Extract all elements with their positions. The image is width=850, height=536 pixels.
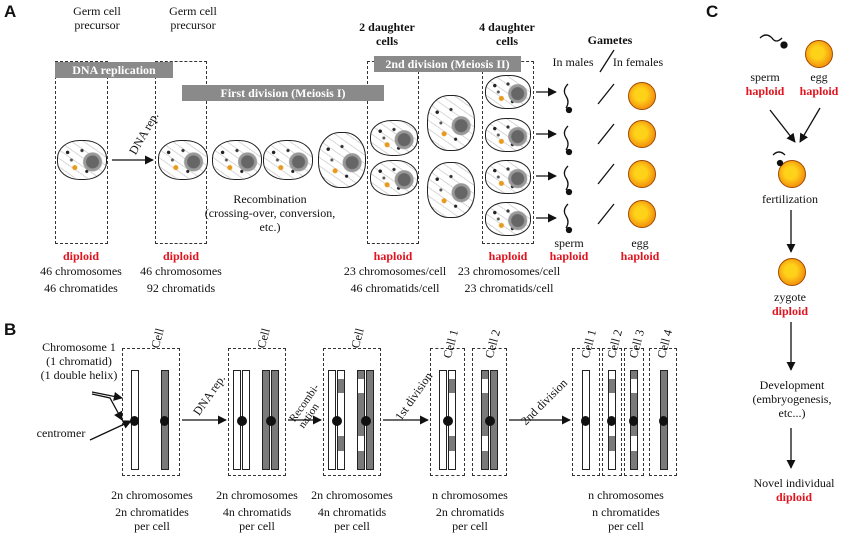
- gamete-cell-2-image: [485, 118, 531, 152]
- caption-3-chromosomes: 2n chromosomes: [311, 488, 393, 502]
- meiosis-cell-c-image: [318, 132, 366, 188]
- centromere: [629, 416, 638, 426]
- col1-status: diploid: [62, 249, 100, 263]
- egg-gamete-3: [628, 160, 656, 188]
- col1-line2: 46 chromatides: [44, 281, 118, 295]
- chromosome-1-label: Chromosome 1 (1 chromatid) (1 double hel…: [40, 340, 118, 382]
- egg-c: [805, 40, 833, 68]
- col2-line2: 92 chromatids: [146, 281, 216, 295]
- caption-1-chromatids: 2n chromatides per cell: [115, 505, 189, 533]
- zygote-egg: [778, 258, 806, 286]
- panel-a-label: A: [4, 2, 17, 21]
- col3-status: haploid: [373, 249, 413, 263]
- egg-status: haploid: [620, 249, 660, 263]
- first-division-banner: First division (Meiosis I): [182, 85, 384, 101]
- centromere: [332, 416, 342, 426]
- dividing-cell-2-image: [427, 162, 475, 218]
- centromere: [237, 416, 247, 426]
- recombination-label: Recombination (crossing-over, conversion…: [204, 192, 336, 234]
- four-daughter-cells-label: 4 daughter cells: [479, 20, 535, 48]
- caption-3-chromatids: 4n chromatids per cell: [317, 505, 387, 533]
- cell-box-c2: [472, 348, 507, 476]
- zygote-status: diploid: [771, 304, 809, 318]
- col3-line1: 23 chromosomes/cell: [343, 264, 447, 278]
- caption-2-chromosomes: 2n chromosomes: [216, 488, 298, 502]
- in-males-label: In males: [552, 55, 594, 69]
- sperm-c-label: sperm: [750, 70, 780, 84]
- cell-box-f3: [624, 348, 644, 476]
- germ-cell-2-image: [158, 140, 208, 180]
- col1-line1: 46 chromosomes: [40, 264, 122, 278]
- centromere: [266, 416, 276, 426]
- gametes-label: Gametes: [587, 33, 633, 47]
- zygote-label: zygote: [774, 290, 806, 304]
- cell-box-1: [122, 348, 180, 476]
- dividing-cell-1-image: [427, 95, 475, 151]
- daughter-cell-2-image: [370, 160, 418, 196]
- centromere: [160, 416, 169, 426]
- germ-precursor-2-label: Germ cell precursor: [169, 4, 217, 32]
- egg-c-label: egg: [810, 70, 828, 84]
- germ-cell-1-box: [55, 61, 108, 244]
- caption-1-chromosomes: 2n chromosomes: [111, 488, 193, 502]
- col2-status: diploid: [162, 249, 200, 263]
- centromere: [607, 416, 616, 426]
- sperm-status: haploid: [549, 249, 589, 263]
- egg-gamete-4: [628, 200, 656, 228]
- caption-5-chromatids: n chromatides per cell: [592, 505, 660, 533]
- cell-box-f1: [572, 348, 600, 476]
- caption-5-chromosomes: n chromosomes: [588, 488, 664, 502]
- centromere: [659, 416, 668, 426]
- gamete-cell-3-image: [485, 160, 531, 194]
- egg-label: egg: [631, 236, 649, 250]
- gamete-slash: [599, 49, 615, 73]
- panel-b-label: B: [4, 320, 17, 339]
- in-females-label: In females: [612, 55, 664, 69]
- col2-line1: 46 chromosomes: [140, 264, 222, 278]
- panel-c-label: C: [706, 2, 719, 21]
- cell-box-f4: [649, 348, 677, 476]
- germ-precursor-1-label: Germ cell precursor: [73, 4, 121, 32]
- col4-line2: 23 chromatids/cell: [464, 281, 554, 295]
- germ-cell-1-image: [57, 140, 107, 180]
- centromere: [485, 416, 495, 426]
- caption-4-chromosomes: n chromosomes: [432, 488, 508, 502]
- egg-c-status: haploid: [799, 84, 839, 98]
- col4-line1: 23 chromosomes/cell: [457, 264, 561, 278]
- centromere: [581, 416, 590, 426]
- meiosis-cell-a-image: [212, 140, 262, 180]
- cell-box-f2: [602, 348, 622, 476]
- centromer-label: centromer: [36, 426, 86, 440]
- development-label: Development (embryogenesis, etc...): [752, 378, 832, 420]
- caption-2-chromatids: 4n chromatids per cell: [222, 505, 292, 533]
- col3-line2: 46 chromatids/cell: [350, 281, 440, 295]
- caption-4-chromatids: 2n chromatids per cell: [435, 505, 505, 533]
- cell-box-2: [228, 348, 286, 476]
- egg-gamete-2: [628, 120, 656, 148]
- two-daughter-cells-label: 2 daughter cells: [359, 20, 415, 48]
- centromere: [130, 416, 139, 426]
- centromere: [443, 416, 453, 426]
- sperm-c-status: haploid: [745, 84, 785, 98]
- novel-individual-status: diploid: [775, 490, 813, 504]
- daughter-cell-1-image: [370, 120, 418, 156]
- gamete-cell-4-image: [485, 202, 531, 236]
- dna-replication-banner: DNA replication: [55, 62, 173, 78]
- cell-box-3: [323, 348, 381, 476]
- egg-gamete-1: [628, 82, 656, 110]
- gamete-cell-1-image: [485, 75, 531, 109]
- cell-box-c1: [430, 348, 465, 476]
- novel-individual-label: Novel individual: [753, 476, 835, 490]
- second-division-banner: 2nd division (Meiosis II): [374, 56, 521, 72]
- meiosis-cell-b-image: [263, 140, 313, 180]
- fertilization-label: fertilization: [762, 192, 818, 206]
- centromere: [361, 416, 371, 426]
- sperm-label: sperm: [554, 236, 584, 250]
- col4-status: haploid: [488, 249, 528, 263]
